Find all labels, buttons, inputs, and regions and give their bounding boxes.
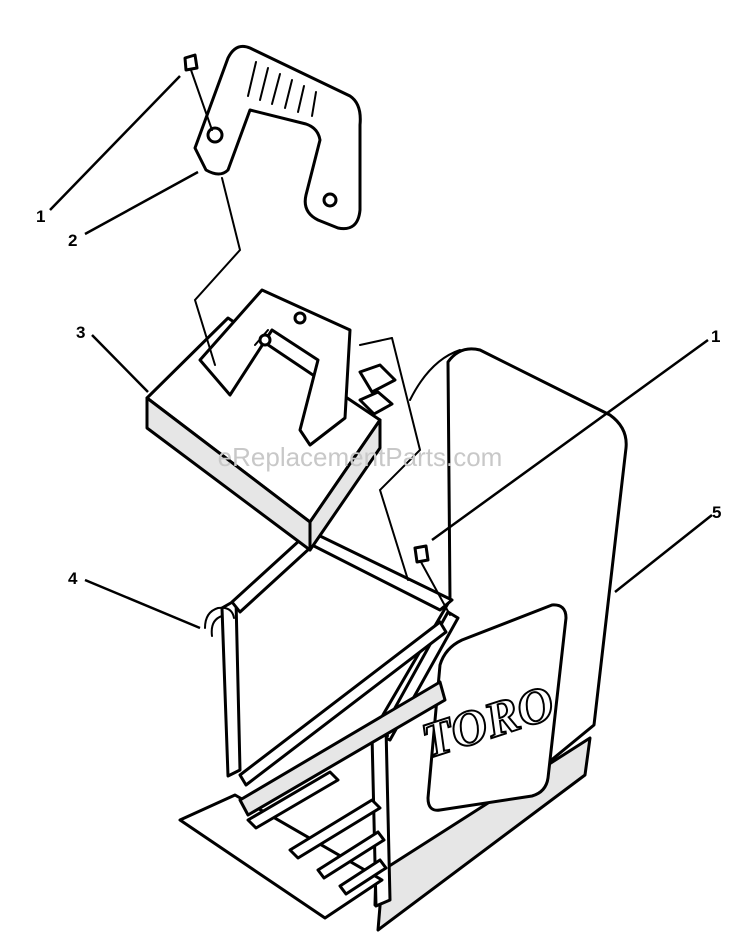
- toro-logo-plate: [426, 603, 568, 812]
- callout-leaders: [49, 75, 713, 630]
- bag-frame-part-4: [178, 533, 460, 920]
- screw-part-1-right: [413, 544, 451, 616]
- grass-bag-part-5: TORO: [373, 347, 628, 932]
- callout-3: 3: [76, 323, 85, 342]
- assembly-guide-lines: [193, 177, 422, 581]
- callout-2: 2: [68, 231, 77, 250]
- bag-lid-part-3: [145, 288, 397, 552]
- callout-1-top: 1: [36, 207, 45, 226]
- callout-1-right: 1: [711, 327, 720, 346]
- watermark-text: eReplacementParts.com: [218, 442, 503, 472]
- callout-4: 4: [68, 569, 78, 588]
- callout-5: 5: [712, 503, 721, 522]
- screw-part-1-top: [183, 53, 213, 131]
- handle-grip-part-2: [193, 44, 362, 231]
